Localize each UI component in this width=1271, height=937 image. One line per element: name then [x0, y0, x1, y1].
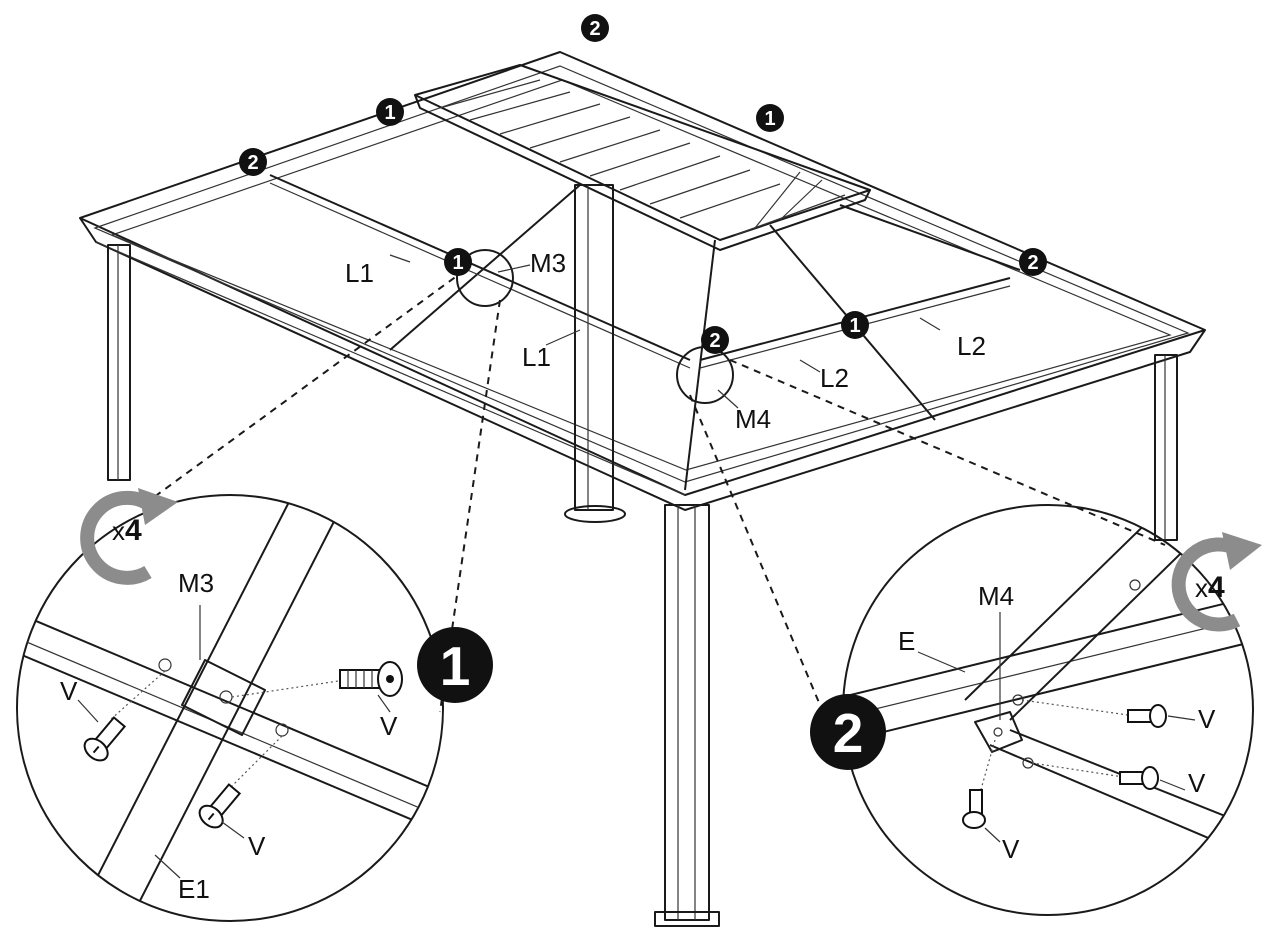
rotate-clockwise-icon: [1171, 532, 1262, 632]
step-badge-1: 1: [376, 98, 404, 126]
label-V: V: [380, 711, 398, 741]
screw-icon: [1119, 766, 1159, 790]
callout-ring-2: [676, 346, 734, 404]
screw-icon: [962, 789, 986, 829]
callout-ring-1: [456, 249, 514, 307]
label-E: E: [898, 626, 915, 656]
cupola-slats: [439, 79, 846, 236]
bracket-M4: [974, 711, 1023, 753]
label-L2: L2: [820, 363, 849, 393]
label-M4: M4: [735, 404, 771, 434]
detail-view-1: [16, 494, 444, 922]
step-badge-number: 1: [440, 635, 471, 697]
step-badge-number: 2: [1027, 252, 1038, 274]
step-badge-2: 2: [581, 14, 609, 42]
step-badge-1: 1: [417, 627, 493, 703]
rotate-clockwise-icon: [80, 488, 178, 585]
step-badge-number: 2: [833, 702, 864, 764]
step-badge-1: 1: [841, 311, 869, 339]
step-badge-number: 1: [849, 315, 860, 337]
step-badge-number: 1: [384, 102, 395, 124]
beam-L1: [269, 174, 691, 361]
repeat-count: x4: [112, 514, 142, 547]
label-V: V: [1002, 834, 1020, 864]
rafter: [684, 239, 716, 491]
rafter: [839, 204, 1021, 271]
step-badge-number: 2: [709, 330, 720, 352]
label-M3: M3: [530, 248, 566, 278]
post-back-middle: [564, 184, 626, 523]
post-left: [107, 244, 131, 481]
step-badge-2: 2: [701, 326, 729, 354]
step-badge-number: 2: [247, 152, 258, 174]
leader-line: [439, 299, 501, 713]
step-badge-1: 1: [756, 104, 784, 132]
leader-line: [149, 269, 466, 501]
rafter: [389, 184, 581, 351]
label-V: V: [248, 831, 266, 861]
step-badge-2: 2: [1019, 248, 1047, 276]
step-badge-1: 1: [444, 248, 472, 276]
screw-icon: [198, 783, 242, 829]
step-badge-2: 2: [239, 148, 267, 176]
label-L2: L2: [957, 331, 986, 361]
post-right: [1154, 354, 1178, 541]
leader-line: [689, 394, 821, 706]
post-front: [654, 504, 720, 927]
step-badge-number: 1: [452, 252, 463, 274]
label-M4: M4: [978, 581, 1014, 611]
step-badge-2: 2: [810, 694, 886, 770]
detail-view-2: [842, 504, 1254, 916]
label-E1: E1: [178, 874, 210, 904]
screw-icon: [1127, 704, 1167, 728]
leader-line: [729, 359, 1166, 546]
step-badges: 2 1 2 1 1 2 1 2 1 2: [239, 14, 1047, 770]
label-V: V: [1188, 768, 1206, 798]
label-L1: L1: [522, 342, 551, 372]
screw-icon: [339, 661, 403, 697]
label-V: V: [60, 676, 78, 706]
label-L1: L1: [345, 258, 374, 288]
bracket-M3: [181, 659, 266, 736]
label-M3: M3: [178, 568, 214, 598]
gazebo-frame: [79, 51, 1206, 927]
repeat-count: x4: [1195, 571, 1225, 604]
step-badge-number: 1: [764, 108, 775, 130]
label-V: V: [1198, 704, 1216, 734]
screw-icon: [83, 716, 127, 762]
step-badge-number: 2: [589, 18, 600, 40]
